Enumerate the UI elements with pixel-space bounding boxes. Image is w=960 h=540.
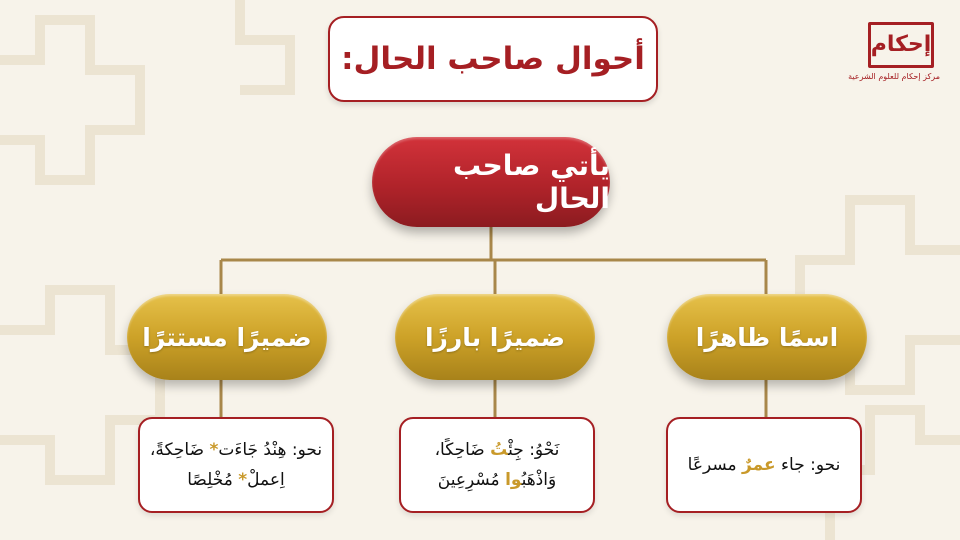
example-text: نحو: هِنْدُ جَاءَت — [218, 440, 323, 460]
root-node: يأتي صاحب الحال — [372, 137, 610, 227]
example-line: نحو: جاء عمرٌ مسرعًا — [688, 450, 841, 480]
example-line: اِعملْ* مُخْلِصًا — [187, 465, 285, 495]
example-text: مسرعًا — [687, 455, 743, 475]
example-text: نحو: جاء — [775, 455, 841, 475]
branch-node-label: اسمًا ظاهرًا — [695, 322, 839, 352]
title-box: أحوال صاحب الحال: — [328, 16, 658, 102]
branch-node-label: ضميرًا مستترًا — [142, 322, 312, 352]
example-highlight: * — [238, 470, 248, 490]
example-line: وَاذْهَبُوا مُسْرِعِينَ — [438, 465, 556, 495]
branch-node-apparent-noun: اسمًا ظاهرًا — [667, 294, 867, 380]
logo-mark: إحكام — [868, 22, 934, 68]
example-line: نحو: هِنْدُ جَاءَت* ضَاحِكةً، — [150, 435, 322, 465]
example-highlight: وا — [505, 470, 522, 490]
brand-logo: إحكام مركز إحكام للعلوم الشرعية — [848, 22, 940, 94]
logo-subtitle: مركز إحكام للعلوم الشرعية — [848, 72, 940, 81]
example-text: نَحْوُ: جِئْ — [508, 440, 560, 460]
example-line: نَحْوُ: جِئْتُ ضَاحِكًا، — [435, 435, 560, 465]
logo-wordmark: إحكام — [870, 32, 932, 57]
example-highlight: تُ — [490, 440, 509, 460]
root-node-label: يأتي صاحب الحال — [452, 149, 610, 215]
page-title: أحوال صاحب الحال: — [341, 41, 645, 77]
example-text: ضَاحِكًا، — [434, 440, 491, 460]
example-text: وَاذْهَبُ — [521, 470, 557, 490]
example-box-apparent-noun: نحو: جاء عمرٌ مسرعًا — [666, 417, 862, 513]
example-text: ضَاحِكةً، — [149, 440, 210, 460]
example-highlight: عمرٌ — [742, 455, 776, 475]
example-highlight: * — [209, 440, 219, 460]
branch-node-label: ضميرًا بارزًا — [424, 322, 566, 352]
example-box-explicit-pronoun: نَحْوُ: جِئْتُ ضَاحِكًا، وَاذْهَبُوا مُس… — [399, 417, 595, 513]
example-text: مُسْرِعِينَ — [437, 470, 506, 490]
branch-node-explicit-pronoun: ضميرًا بارزًا — [395, 294, 595, 380]
branch-node-implicit-pronoun: ضميرًا مستترًا — [127, 294, 327, 380]
example-text: مُخْلِصًا — [187, 470, 239, 490]
example-box-implicit-pronoun: نحو: هِنْدُ جَاءَت* ضَاحِكةً، اِعملْ* مُ… — [138, 417, 334, 513]
example-text: اِعملْ — [247, 470, 285, 490]
